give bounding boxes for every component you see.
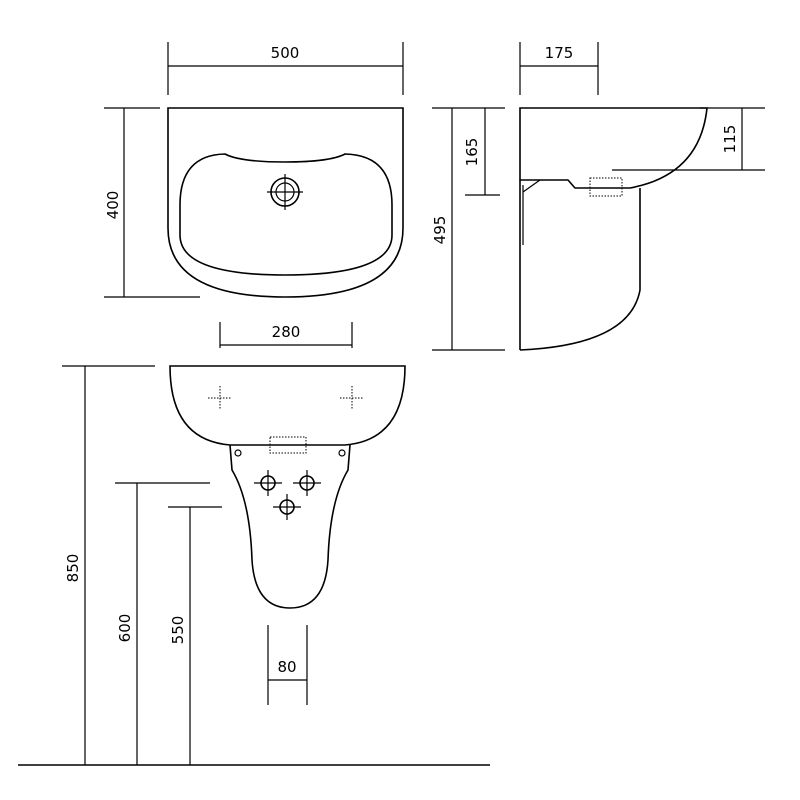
dim-projection-175: 175 [519,42,599,95]
dim-label-depth: 400 [104,191,122,220]
dim-label-pedestal-width: 80 [277,658,296,676]
dim-label-bowl-depth: 115 [721,125,739,154]
dim-width-500: 500 [167,42,404,95]
dim-depth-400: 400 [104,107,200,298]
tap-hole-right-icon [340,386,364,410]
dim-height-550: 550 [168,506,222,765]
drain-icon [267,174,303,210]
dim-label-projection: 175 [545,44,574,62]
dim-basin-height-165: 165 [463,108,500,196]
dim-tap-spacing-280: 280 [219,322,353,348]
dim-height-600: 600 [115,482,210,765]
dim-label-overall-height: 495 [431,216,449,245]
dim-bowl-depth-115: 115 [612,107,765,171]
dim-pedestal-width-80: 80 [267,625,308,705]
tap-hole-left-icon [208,386,232,410]
dim-label-basin-height: 165 [463,138,481,167]
supply-valve-icons [254,470,321,520]
dim-label-tap-spacing: 280 [272,323,301,341]
dim-rim-height-850: 850 [62,365,155,765]
side-view-basin [519,107,708,351]
dim-label-width: 500 [271,44,300,62]
dim-label-upper-height: 600 [116,614,134,643]
front-view-basin [169,365,406,609]
dim-label-lower-height: 550 [169,616,187,645]
top-view-basin [167,107,404,298]
dim-overall-height-495: 495 [431,107,505,351]
dim-label-rim-height: 850 [64,554,82,583]
